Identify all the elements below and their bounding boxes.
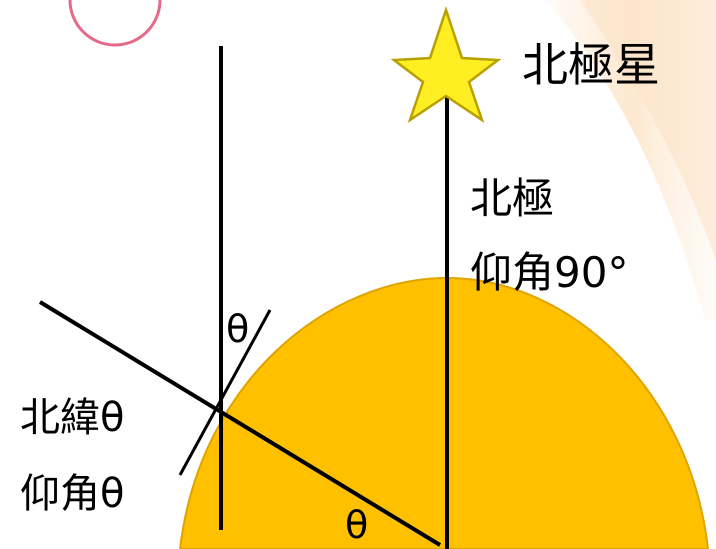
- theta-upper-label: θ: [226, 307, 250, 351]
- north-pole-label: 北極: [470, 174, 555, 223]
- glow-band-inner: [580, 0, 716, 260]
- horizon-line: [178, 309, 272, 476]
- earth-shape: [178, 276, 710, 549]
- circle-badge: [68, 0, 162, 47]
- elevation-theta-label: 仰角θ: [20, 471, 125, 517]
- latitude-theta-label: 北緯θ: [20, 395, 125, 441]
- star-icon: [390, 6, 502, 124]
- polaris-label: 北極星: [522, 38, 660, 92]
- elevation-90-label: 仰角90°: [470, 248, 629, 297]
- theta-center-label: θ: [345, 503, 369, 547]
- radius-line: [38, 300, 442, 547]
